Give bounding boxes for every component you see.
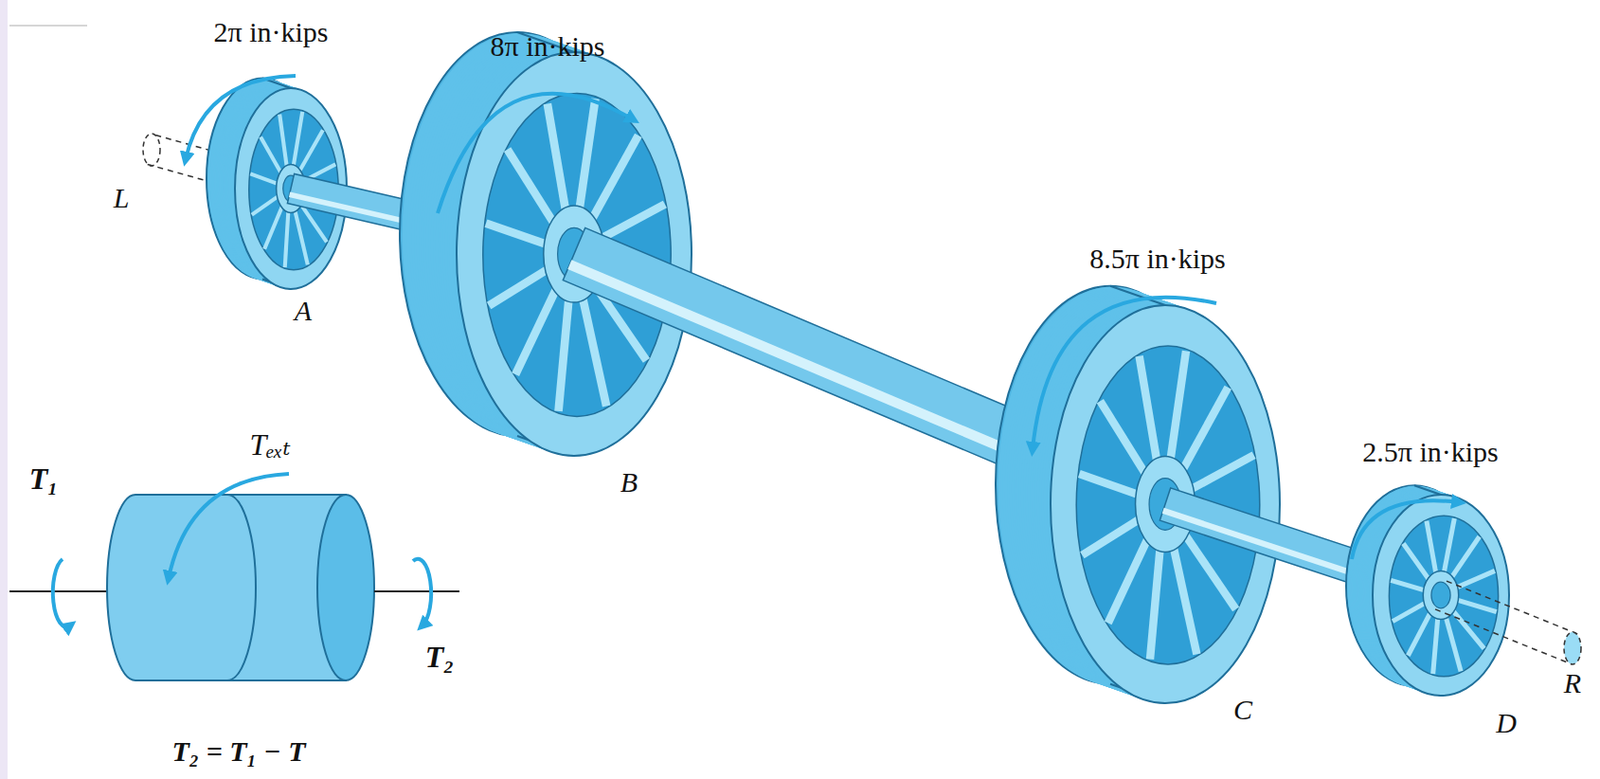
pulley-spoke xyxy=(279,114,288,168)
axis-line xyxy=(374,590,460,593)
pulley-rim-edge xyxy=(1110,286,1166,306)
page-rule xyxy=(9,24,88,27)
pulley-spoke xyxy=(1182,387,1229,472)
pulley-spoke xyxy=(285,210,289,268)
pulley-bore xyxy=(1431,581,1451,609)
torque-label: 8π in·kips xyxy=(490,30,606,62)
pulley-spoke xyxy=(299,129,324,172)
pulley-spoke xyxy=(1108,537,1150,624)
pulley-spoke xyxy=(1445,615,1461,671)
page-strip xyxy=(0,0,8,779)
pulley-spoke xyxy=(1099,400,1147,475)
pulley-spoke xyxy=(1443,518,1455,574)
torque-symbol: T₂ xyxy=(425,640,455,674)
pulley-spoke xyxy=(1078,473,1141,496)
pulley-spoke xyxy=(515,287,558,375)
pulley-spoke xyxy=(591,135,639,221)
pulley-spoke xyxy=(1407,611,1431,655)
point-label: R xyxy=(1564,666,1582,699)
point-label: A xyxy=(294,294,312,326)
pulley-spoke xyxy=(582,295,607,406)
pulley-rim xyxy=(1372,494,1510,696)
pulley-spoke xyxy=(485,223,549,246)
point-label: C xyxy=(1233,693,1253,725)
torque-arrow xyxy=(1032,297,1217,450)
pulley-spoke xyxy=(1139,356,1158,463)
pulley-spoke xyxy=(1450,536,1479,578)
point-label: D xyxy=(1495,706,1517,738)
cylinder-body xyxy=(107,494,346,681)
pulley-spoke xyxy=(1392,601,1427,621)
torque-equation: T₂ = T₁ − T xyxy=(171,735,306,767)
torque-label: 2π in·kips xyxy=(214,16,329,48)
shaft-ghost-edge xyxy=(1446,580,1579,634)
pulley-spoke xyxy=(250,173,279,184)
pulley-wheel xyxy=(399,32,692,456)
torque-arrow xyxy=(168,473,289,578)
pulley-spoke xyxy=(264,204,283,249)
pulley-spoke xyxy=(578,98,595,211)
free-body-inset xyxy=(9,473,460,681)
pulley-face xyxy=(1372,494,1510,696)
axis-line xyxy=(9,590,108,593)
pulley-spoke xyxy=(558,297,570,412)
shaft-ghost-end xyxy=(1564,631,1582,665)
torque-arrow xyxy=(53,558,71,627)
torque-arrow xyxy=(1351,500,1459,559)
shaft-ghost-end xyxy=(143,133,161,166)
shaft-ghost-edge xyxy=(1435,609,1567,663)
torque-arrow xyxy=(185,75,296,160)
torque-symbol: T₁ xyxy=(29,462,59,496)
torque-symbol: Tₑₓₜ xyxy=(249,428,290,462)
pulley-spoke xyxy=(547,103,566,212)
pulley-spoke xyxy=(488,268,550,306)
pulley-spoke xyxy=(260,137,282,175)
pulley-spoke xyxy=(1433,616,1439,674)
torque-arrow xyxy=(437,93,633,214)
pulley-spoke xyxy=(1081,518,1141,556)
pulley-spoke xyxy=(1452,609,1485,648)
cylinder-seam xyxy=(227,494,256,681)
pulley-spoke xyxy=(1188,454,1254,490)
pulley-spoke xyxy=(294,209,308,265)
pulley-spoke xyxy=(1150,546,1161,659)
torque-arrows xyxy=(185,75,1459,559)
torque-arrow xyxy=(413,558,432,626)
pulley-spoke xyxy=(1169,350,1187,461)
pulley-hub xyxy=(1422,571,1458,620)
pulley-spoke xyxy=(251,195,280,215)
pulley-spoke xyxy=(1184,533,1237,610)
shaft-assembly xyxy=(143,32,1582,703)
point-label: B xyxy=(620,466,638,498)
pulley-spoke xyxy=(507,149,556,225)
pulley-spoke xyxy=(598,203,666,240)
pulley-wheel xyxy=(1346,485,1510,696)
pulley-wheel xyxy=(995,286,1280,703)
pulley-rim-edge xyxy=(1414,485,1441,495)
torque-label: 2.5π in·kips xyxy=(1362,435,1498,468)
pulley-spoke xyxy=(1390,579,1426,591)
cylinder-end xyxy=(317,494,375,681)
pulley-spoke xyxy=(1456,599,1497,612)
pulley-inner xyxy=(1388,515,1498,677)
pulley-spoke xyxy=(1455,570,1495,588)
pulley-spoke xyxy=(1426,521,1437,575)
pulley-spoke xyxy=(293,111,304,167)
pulley-spoke xyxy=(1172,545,1197,654)
pulley-spoke xyxy=(1402,543,1430,581)
point-label: L xyxy=(113,181,130,214)
torque-label: 8.5π in·kips xyxy=(1089,242,1225,274)
